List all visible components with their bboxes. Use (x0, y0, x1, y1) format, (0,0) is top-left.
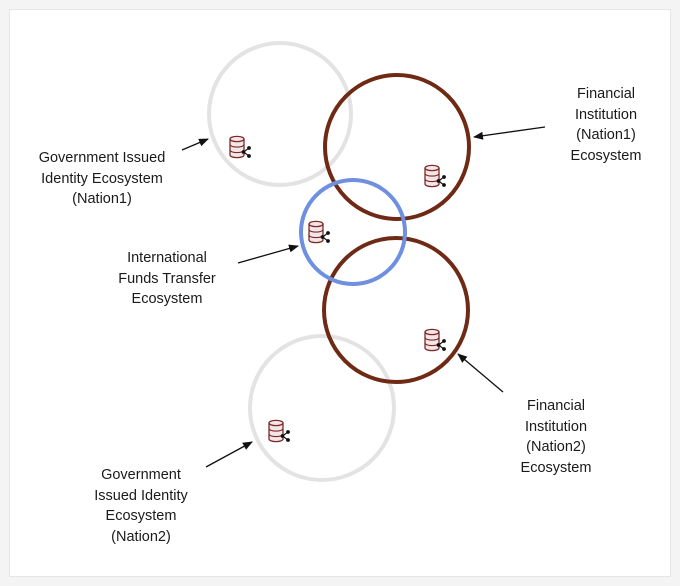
fin-nation2-label: Financial Institution (Nation2) Ecosyste… (501, 396, 611, 478)
fin-nation1-label: Financial Institution (Nation1) Ecosyste… (551, 84, 661, 166)
label-line: (Nation1) (576, 127, 636, 143)
label-line: Financial (526, 398, 586, 414)
fin-nation1-ring (323, 73, 471, 221)
arrow-icon (205, 441, 253, 468)
database-share-icon (268, 419, 291, 443)
label-line: Issued Identity (94, 487, 188, 504)
label-line: (Nation2) (111, 528, 171, 545)
label-line: Funds Transfer (118, 270, 216, 287)
label-line: (Nation1) (72, 191, 132, 207)
label-line: Ecosystem (131, 291, 203, 307)
gov-nation2-label: Government Issued Identity Ecosystem (Na… (76, 465, 206, 547)
fin-nation2-ring (322, 236, 470, 384)
database-share-icon (308, 220, 331, 244)
gov-nation2-ring (248, 334, 396, 482)
label-line: (Nation2) (526, 439, 586, 455)
transfer-ring (299, 178, 407, 286)
label-line: Government (101, 467, 181, 483)
label-line: Ecosystem (570, 147, 642, 164)
label-line: Ecosystem (520, 459, 592, 476)
transfer-label: International Funds Transfer Ecosystem (92, 248, 242, 310)
label-line: Institution (524, 418, 588, 435)
database-share-icon (424, 328, 447, 352)
database-share-icon (424, 164, 447, 188)
gov-nation1-ring (207, 41, 353, 187)
label-line: Ecosystem (105, 508, 177, 524)
arrow-icon (181, 138, 209, 151)
label-line: Financial (576, 86, 636, 102)
database-share-icon (229, 135, 252, 159)
label-line: International (127, 250, 207, 266)
gov-nation1-label: Government Issued Identity Ecosystem (Na… (14, 148, 190, 210)
arrow-icon (457, 353, 504, 393)
label-line: Institution (574, 106, 638, 123)
arrow-icon (237, 244, 299, 264)
label-line: Government Issued (38, 150, 166, 166)
label-line: Identity Ecosystem (41, 170, 163, 187)
arrow-icon (473, 126, 546, 140)
